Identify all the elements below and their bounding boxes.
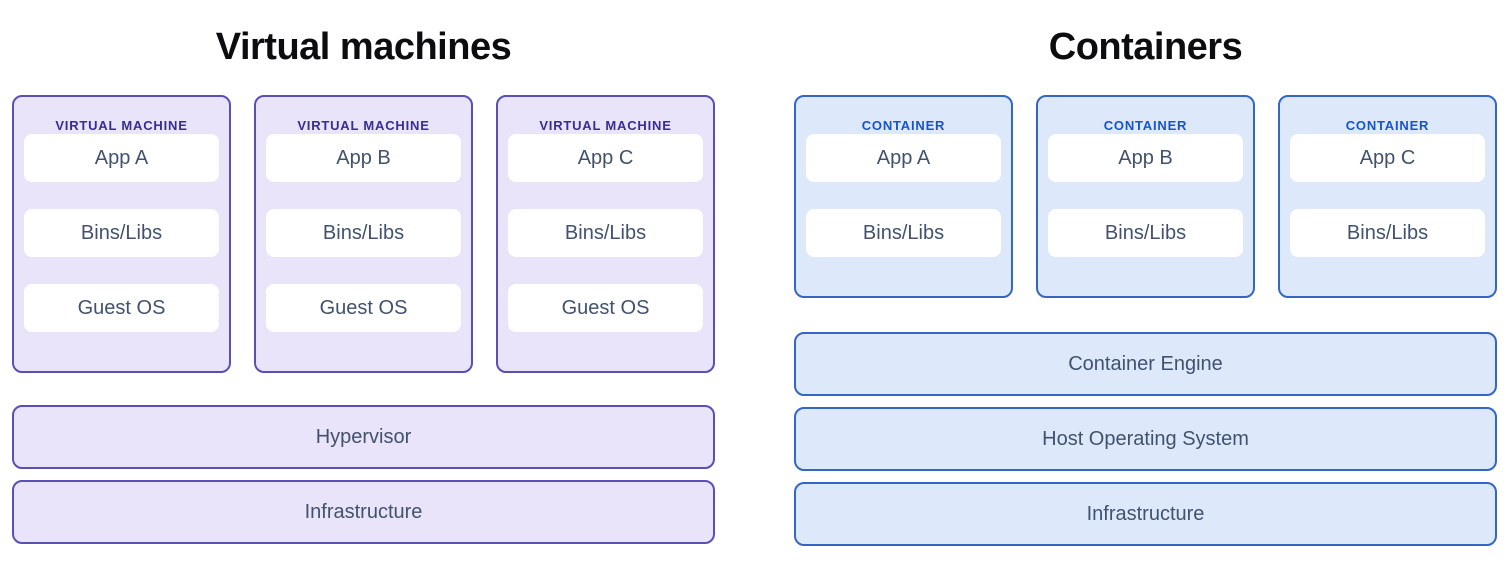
vm-2-bins-libs-box: Bins/Libs [266, 209, 461, 257]
containers-section: Containers CONTAINER App A Bins/Libs CON… [794, 0, 1497, 546]
vm-2-guest-os-box: Guest OS [266, 284, 461, 332]
vm-1-app-box: App A [24, 134, 219, 182]
container-card-2: CONTAINER App B Bins/Libs [1036, 95, 1255, 298]
container-2-app-box: App B [1048, 134, 1243, 182]
container-1-app-box: App A [806, 134, 1001, 182]
vm-card-3: VIRTUAL MACHINE App C Bins/Libs Guest OS [496, 95, 715, 373]
vm-3-app-box: App C [508, 134, 703, 182]
vm-stack-bars: Hypervisor Infrastructure [12, 405, 715, 544]
container-3-app-box: App C [1290, 134, 1485, 182]
container-stack-bars: Container Engine Host Operating System I… [794, 332, 1497, 546]
containers-title: Containers [1048, 26, 1243, 68]
container-card-1: CONTAINER App A Bins/Libs [794, 95, 1013, 298]
vm-card-3-header: VIRTUAL MACHINE [539, 118, 672, 133]
vm-card-2-header: VIRTUAL MACHINE [297, 118, 430, 133]
vm-1-guest-os-box: Guest OS [24, 284, 219, 332]
vm-cards-row: VIRTUAL MACHINE App A Bins/Libs Guest OS… [12, 95, 715, 373]
vm-card-1-header: VIRTUAL MACHINE [55, 118, 188, 133]
container-cards-row: CONTAINER App A Bins/Libs CONTAINER App … [794, 95, 1497, 298]
container-card-3: CONTAINER App C Bins/Libs [1278, 95, 1497, 298]
container-infrastructure-bar: Infrastructure [794, 482, 1497, 546]
vm-1-bins-libs-box: Bins/Libs [24, 209, 219, 257]
host-operating-system-bar: Host Operating System [794, 407, 1497, 471]
container-card-2-header: CONTAINER [1103, 118, 1188, 133]
container-card-3-header: CONTAINER [1345, 118, 1430, 133]
vm-card-1: VIRTUAL MACHINE App A Bins/Libs Guest OS [12, 95, 231, 373]
vm-3-guest-os-box: Guest OS [508, 284, 703, 332]
container-2-bins-libs-box: Bins/Libs [1048, 209, 1243, 257]
container-1-bins-libs-box: Bins/Libs [806, 209, 1001, 257]
virtual-machines-section: Virtual machines VIRTUAL MACHINE App A B… [12, 0, 715, 544]
hypervisor-bar: Hypervisor [12, 405, 715, 469]
vm-infrastructure-bar: Infrastructure [12, 480, 715, 544]
container-card-1-header: CONTAINER [861, 118, 946, 133]
vm-2-app-box: App B [266, 134, 461, 182]
vm-card-2: VIRTUAL MACHINE App B Bins/Libs Guest OS [254, 95, 473, 373]
container-3-bins-libs-box: Bins/Libs [1290, 209, 1485, 257]
container-engine-bar: Container Engine [794, 332, 1497, 396]
virtual-machines-title: Virtual machines [215, 26, 512, 68]
vm-3-bins-libs-box: Bins/Libs [508, 209, 703, 257]
